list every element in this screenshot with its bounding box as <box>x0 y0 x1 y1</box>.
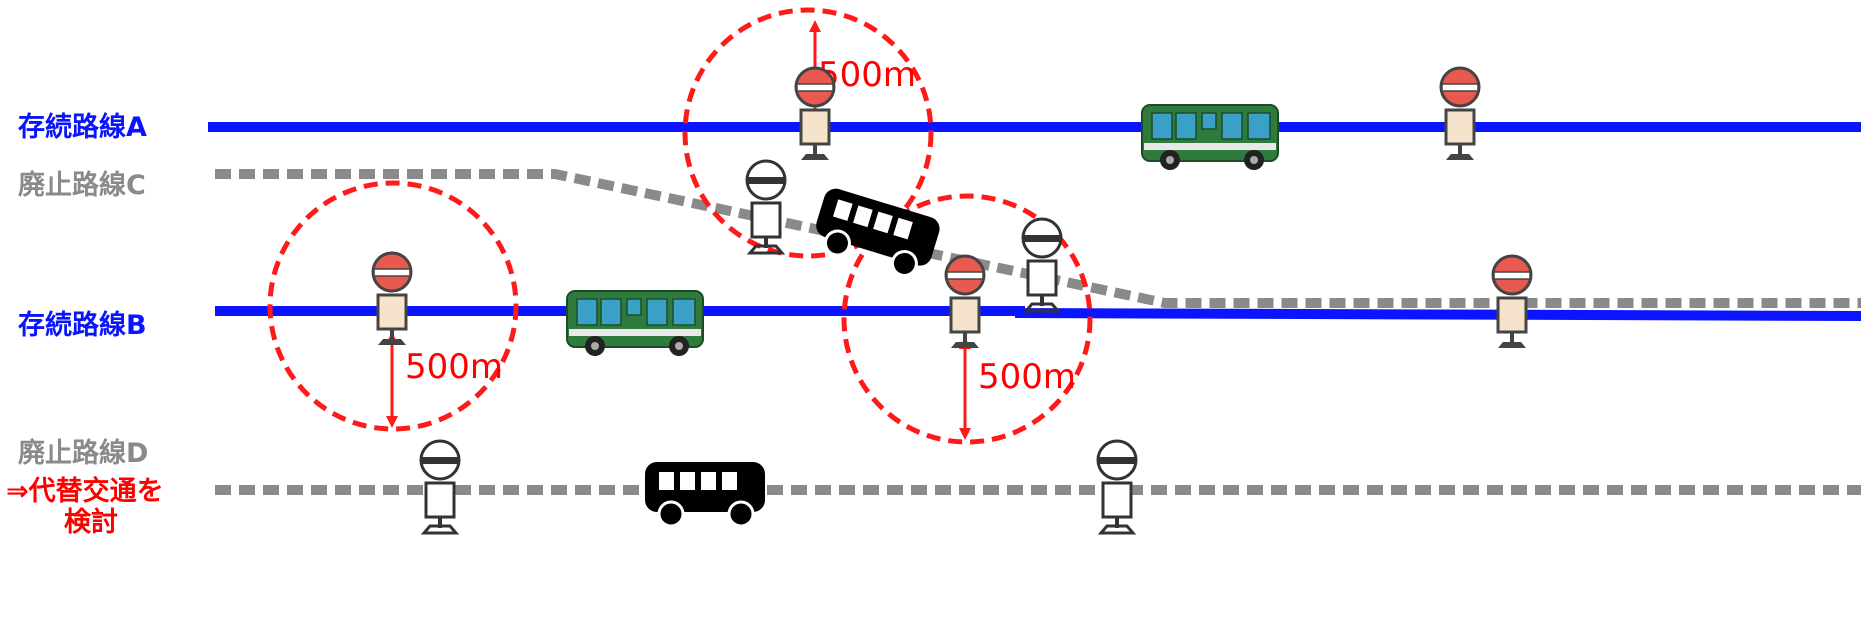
bus-stop-icon <box>1439 66 1481 162</box>
alternative-transport-note-line2: 検討 <box>64 506 118 538</box>
bus-stop-icon <box>944 254 986 350</box>
black-bus-silhouette-icon <box>643 460 767 528</box>
route-label-d: 廃止路線D <box>18 437 148 469</box>
route-label-c: 廃止路線C <box>18 169 146 201</box>
alternative-transport-note: ⇒代替交通を <box>6 475 164 507</box>
radius-arrow <box>959 337 971 440</box>
bus-stop-outline-icon <box>745 159 787 255</box>
bus-stop-icon <box>371 251 413 347</box>
bus-stop-outline-icon <box>419 439 461 535</box>
coverage-circle <box>841 193 1093 445</box>
green-bus-icon <box>1141 104 1279 171</box>
coverage-circle <box>682 7 934 259</box>
coverage-circle <box>267 180 519 432</box>
route-label-b: 存続路線B <box>18 309 147 341</box>
bus-stop-icon <box>1491 254 1533 350</box>
radius-label: 500m <box>405 347 503 387</box>
green-bus-icon <box>566 290 704 357</box>
radius-label: 500m <box>978 357 1076 397</box>
radius-arrow <box>386 332 398 428</box>
bus-stop-outline-icon <box>1096 439 1138 535</box>
bus-stop-icon <box>794 66 836 162</box>
bus-stop-outline-icon <box>1021 217 1063 313</box>
black-bus-silhouette-icon <box>807 184 945 284</box>
route-label-a: 存続路線A <box>18 111 147 143</box>
